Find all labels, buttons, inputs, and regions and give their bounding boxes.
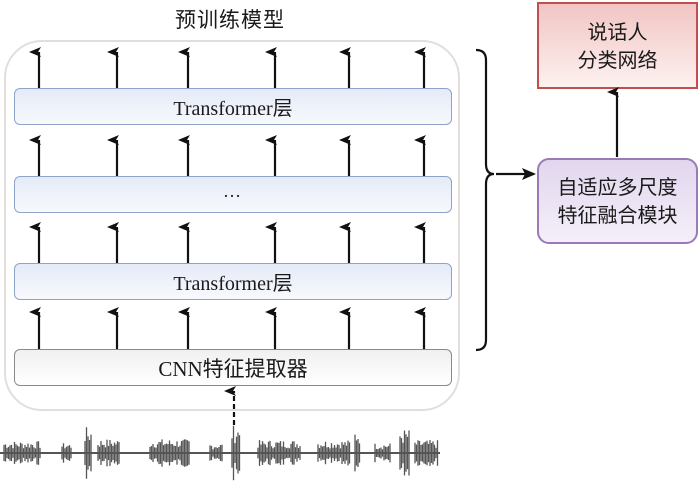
pretrained-model-title: 预训练模型 bbox=[175, 8, 285, 32]
layer-arrows bbox=[29, 47, 426, 349]
transformer-layer-bottom: Transformer层 bbox=[14, 263, 452, 300]
cnn-feature-extractor: CNN特征提取器 bbox=[14, 349, 452, 386]
brace-icon bbox=[475, 48, 495, 352]
transformer-layer-ellipsis: … bbox=[14, 176, 452, 213]
fusion-module-box: 自适应多尺度 特征融合模块 bbox=[537, 158, 698, 244]
speaker-classifier-box: 说话人 分类网络 bbox=[537, 2, 698, 89]
fusion-line-2: 特征融合模块 bbox=[557, 203, 678, 227]
classifier-line-1: 说话人 bbox=[587, 19, 648, 44]
transformer-layer-top: Transformer层 bbox=[14, 88, 452, 125]
fusion-line-1: 自适应多尺度 bbox=[557, 175, 678, 199]
audio-waveform-icon bbox=[0, 425, 440, 481]
classifier-line-2: 分类网络 bbox=[577, 47, 658, 72]
